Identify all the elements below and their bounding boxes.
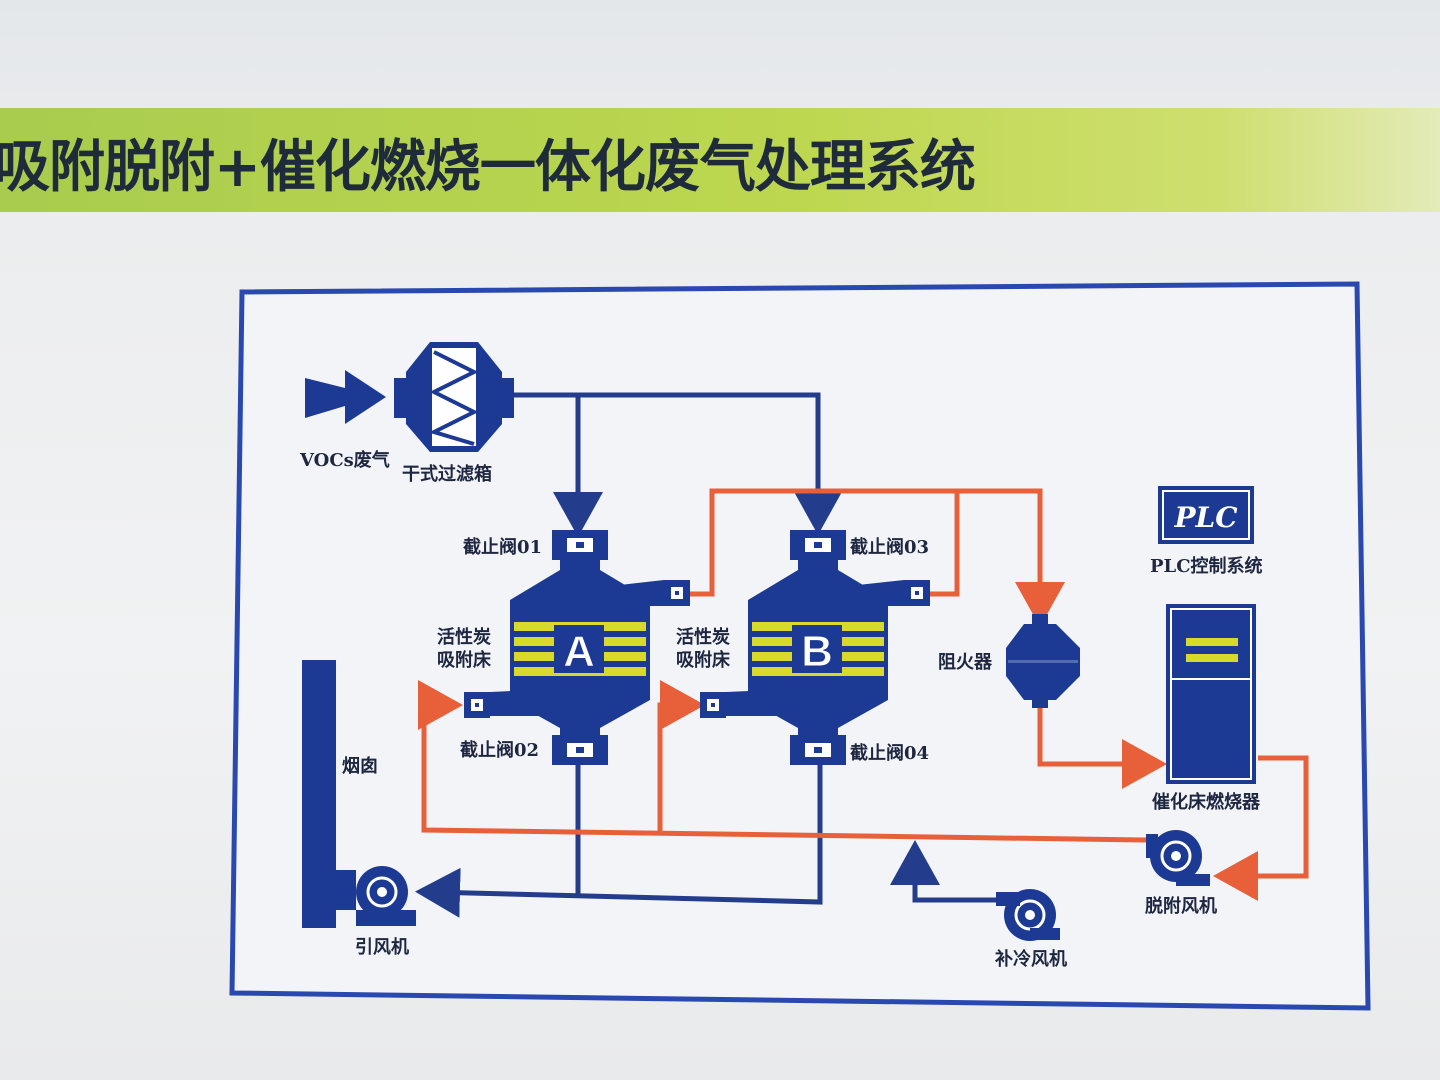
dry-filter-label: 干式过滤箱	[402, 463, 492, 485]
duct-burner-to-fan	[1213, 755, 1309, 901]
duct-filter-outlet	[514, 392, 843, 535]
valve-01	[552, 530, 608, 560]
duct-arrester-to-burner	[1037, 708, 1167, 789]
vocs-inlet-arrow	[305, 370, 386, 424]
duct-cooling-fan	[890, 840, 1000, 903]
flame-arrester	[1006, 614, 1080, 708]
valve-03-label: 截止阀03	[850, 536, 929, 558]
valve-02	[552, 735, 608, 765]
adsorption-bed-b	[700, 560, 930, 736]
valve-02-label: 截止阀02	[460, 739, 539, 761]
valve-04	[790, 735, 846, 765]
flame-arrester-label: 阻火器	[938, 652, 993, 673]
cooling-fan	[996, 889, 1060, 941]
bed-a-label-line2: 吸附床	[437, 649, 492, 671]
bed-b-label-line1: 活性炭	[676, 626, 730, 648]
vocs-label: VOCs废气	[299, 449, 390, 471]
valve-04-label: 截止阀04	[850, 742, 929, 764]
plc-box	[1158, 486, 1254, 544]
catalytic-burner	[1166, 604, 1256, 784]
plc-box-label: PLC	[1173, 501, 1238, 534]
bed-a-letter: A	[563, 627, 595, 676]
valve-01-label: 截止阀01	[463, 536, 542, 558]
valve-03	[790, 530, 846, 560]
cooling-fan-label: 补冷风机	[994, 948, 1067, 970]
desorption-fan-label: 脱附风机	[1145, 895, 1217, 917]
bed-a-label-line1: 活性炭	[437, 626, 491, 648]
bed-b-letter: B	[801, 627, 833, 676]
chimney	[302, 660, 356, 928]
adsorption-bed-a	[464, 560, 690, 736]
dry-filter-box	[394, 342, 514, 452]
bed-b-label-line2: 吸附床	[676, 649, 731, 671]
induced-fan-label: 引风机	[355, 937, 409, 958]
title-bar	[0, 108, 1440, 212]
duct-desorb-return	[418, 680, 1149, 843]
page-title: 吸附脱附+催化燃烧一体化废气处理系统	[0, 135, 976, 200]
plc-system-label: PLC控制系统	[1150, 555, 1263, 577]
duct-desorb-b-out	[930, 491, 960, 597]
induced-fan	[356, 866, 416, 926]
duct-desorb-a-out	[690, 488, 1065, 627]
chimney-label: 烟囱	[342, 755, 378, 777]
desorption-fan	[1146, 830, 1210, 886]
duct-desorb-return-b	[657, 680, 705, 835]
catalytic-burner-label: 催化床燃烧器	[1152, 791, 1261, 813]
